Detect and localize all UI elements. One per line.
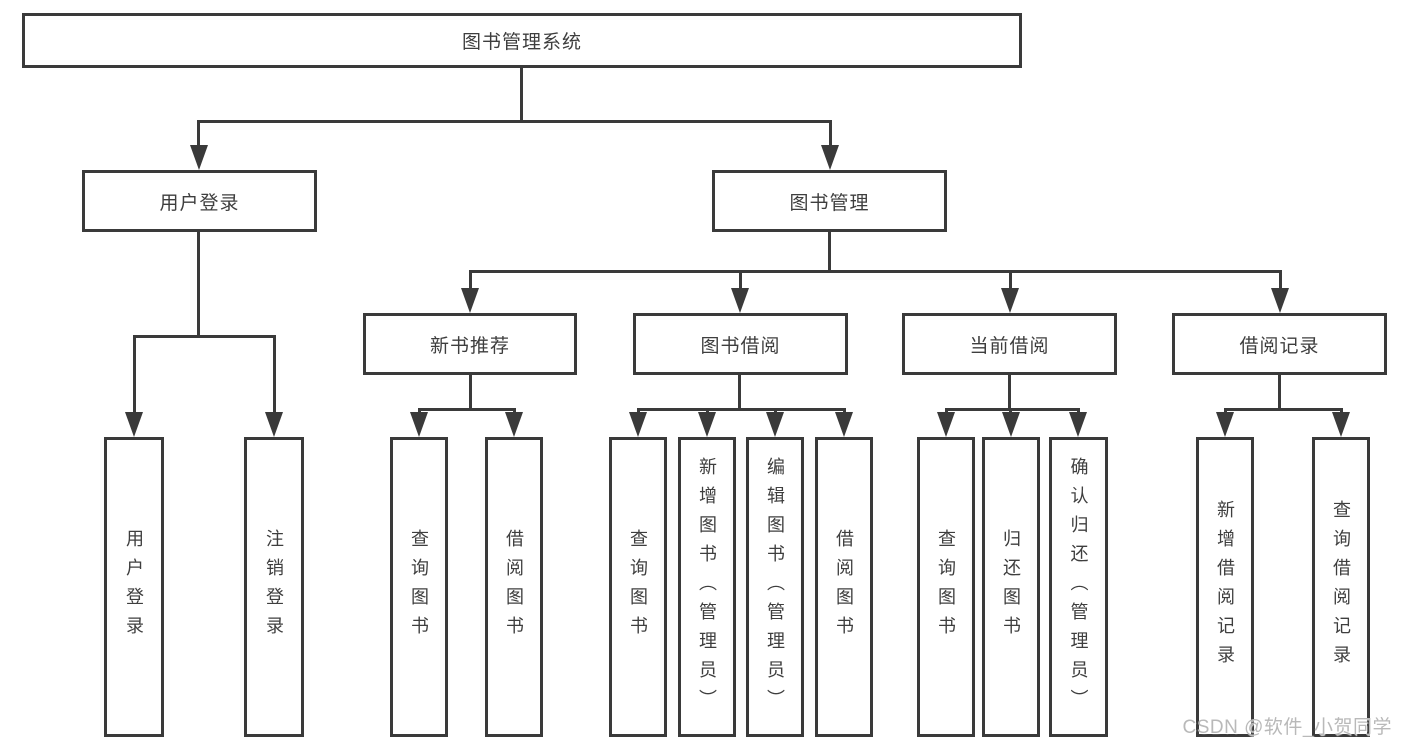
- arrow-down-icon: [698, 412, 716, 437]
- arrow-down-icon: [629, 412, 647, 437]
- connector-line: [197, 232, 200, 335]
- node-label: 图书借阅: [700, 335, 781, 357]
- node-root: 图书管理系统: [22, 13, 1022, 68]
- arrow-down-icon: [461, 288, 479, 313]
- connector-line: [418, 408, 421, 415]
- connector-line: [520, 68, 523, 120]
- connector-line: [637, 408, 640, 415]
- connector-line: [469, 375, 472, 408]
- node-label: 借阅图书: [504, 529, 524, 645]
- node-label: 新增图书（管理员）: [697, 456, 717, 718]
- node-user-login: 用户登录: [82, 170, 317, 232]
- node-label: 图书管理系统: [461, 32, 582, 53]
- leaf-return-book: 归还图书: [982, 437, 1040, 737]
- leaf-edit-book-admin: 编辑图书（管理员）: [746, 437, 804, 737]
- connector-line: [637, 408, 846, 411]
- arrow-down-icon: [1001, 288, 1019, 313]
- node-label: 查询图书: [409, 529, 429, 645]
- connector-line: [418, 408, 516, 411]
- connector-line: [1009, 270, 1012, 290]
- arrow-down-icon: [190, 145, 208, 170]
- arrow-down-icon: [1332, 412, 1350, 437]
- node-label: 查询图书: [936, 529, 956, 645]
- leaf-logout: 注销登录: [244, 437, 304, 737]
- node-label: 当前借阅: [969, 335, 1050, 357]
- node-label: 借阅图书: [834, 529, 854, 645]
- connector-line: [197, 120, 832, 123]
- arrow-down-icon: [937, 412, 955, 437]
- connector-line: [1077, 408, 1080, 415]
- node-label: 编辑图书（管理员）: [765, 456, 785, 718]
- connector-line: [1279, 270, 1282, 290]
- node-book-management: 图书管理: [712, 170, 947, 232]
- arrow-down-icon: [835, 412, 853, 437]
- connector-line: [1009, 408, 1012, 415]
- node-book-borrow: 图书借阅: [633, 313, 848, 375]
- node-label: 查询图书: [628, 529, 648, 645]
- leaf-add-book-admin: 新增图书（管理员）: [678, 437, 736, 737]
- node-label: 图书管理: [789, 192, 870, 214]
- arrow-down-icon: [1069, 412, 1087, 437]
- connector-line: [738, 375, 741, 408]
- node-label: 归还图书: [1001, 529, 1021, 645]
- connector-line: [133, 335, 276, 338]
- connector-line: [469, 270, 1282, 273]
- arrow-down-icon: [265, 412, 283, 437]
- connector-line: [945, 408, 948, 415]
- node-label: 确认归还（管理员）: [1068, 456, 1089, 718]
- node-label: 用户登录: [159, 192, 240, 214]
- connector-line: [469, 270, 472, 290]
- leaf-confirm-return-admin: 确认归还（管理员）: [1049, 437, 1108, 737]
- leaf-query-book-1: 查询图书: [390, 437, 448, 737]
- node-label: 新增借阅记录: [1215, 500, 1235, 674]
- arrow-down-icon: [821, 145, 839, 170]
- connector-line: [774, 408, 777, 415]
- connector-line: [828, 232, 831, 270]
- connector-line: [706, 408, 709, 415]
- arrow-down-icon: [1002, 412, 1020, 437]
- connector-line: [1008, 375, 1011, 408]
- leaf-borrow-book-1: 借阅图书: [485, 437, 543, 737]
- csdn-watermark: CSDN @软件_小贺同学: [1182, 717, 1392, 738]
- arrow-down-icon: [125, 412, 143, 437]
- leaf-borrow-book-2: 借阅图书: [815, 437, 873, 737]
- arrow-down-icon: [766, 412, 784, 437]
- connector-line: [739, 270, 742, 290]
- leaf-user-login: 用户登录: [104, 437, 164, 737]
- node-borrow-records: 借阅记录: [1172, 313, 1387, 375]
- connector-line: [945, 408, 1080, 411]
- leaf-query-book-2: 查询图书: [609, 437, 667, 737]
- connector-line: [1340, 408, 1343, 415]
- connector-line: [1224, 408, 1343, 411]
- arrow-down-icon: [1216, 412, 1234, 437]
- connector-line: [829, 120, 832, 146]
- node-label: 用户登录: [124, 529, 144, 645]
- node-label: 新书推荐: [429, 335, 510, 357]
- node-label: 注销登录: [264, 529, 284, 645]
- connector-line: [133, 335, 136, 413]
- arrow-down-icon: [1271, 288, 1289, 313]
- node-current-borrow: 当前借阅: [902, 313, 1117, 375]
- arrow-down-icon: [731, 288, 749, 313]
- arrow-down-icon: [410, 412, 428, 437]
- connector-line: [843, 408, 846, 415]
- node-label: 借阅记录: [1239, 335, 1320, 357]
- connector-line: [197, 120, 200, 146]
- node-label: 查询借阅记录: [1331, 500, 1351, 674]
- node-new-book-recommend: 新书推荐: [363, 313, 577, 375]
- arrow-down-icon: [505, 412, 523, 437]
- leaf-query-borrow-record: 查询借阅记录: [1312, 437, 1370, 737]
- connector-line: [513, 408, 516, 415]
- connector-line: [1278, 375, 1281, 408]
- connector-line: [1224, 408, 1227, 415]
- leaf-add-borrow-record: 新增借阅记录: [1196, 437, 1254, 737]
- connector-line: [273, 335, 276, 413]
- leaf-query-book-3: 查询图书: [917, 437, 975, 737]
